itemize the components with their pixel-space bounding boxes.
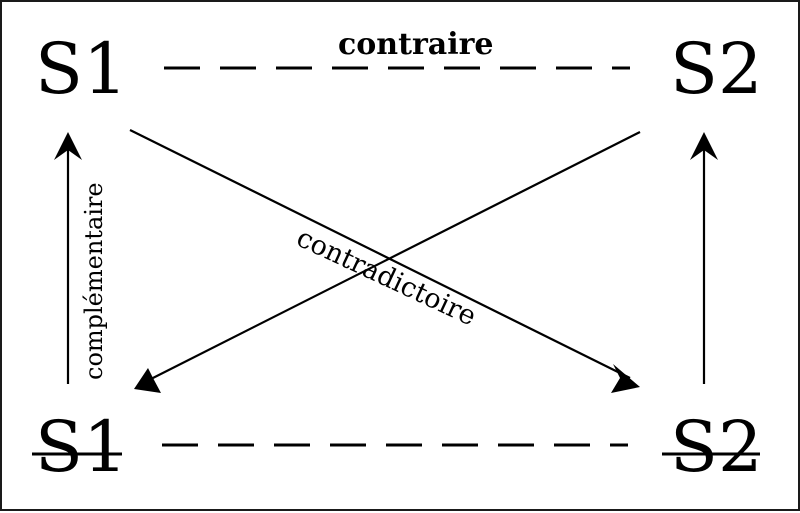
- arrowhead-nots2: [611, 364, 640, 393]
- label-contrary: contraire: [338, 27, 494, 62]
- term-not-s1: S1: [35, 406, 128, 488]
- label-complementary: complémentaire: [80, 182, 108, 380]
- arrowhead-nots1: [134, 368, 161, 393]
- term-s1: S1: [35, 28, 128, 110]
- arrowhead-up-left: [54, 132, 82, 160]
- term-not-s2: S2: [670, 406, 763, 488]
- contradiction-line-s1-to-nots2: [129, 129, 631, 379]
- arrowhead-up-right: [690, 132, 718, 160]
- term-s2: S2: [670, 28, 763, 110]
- contradiction-line-s2-to-nots1: [144, 131, 641, 383]
